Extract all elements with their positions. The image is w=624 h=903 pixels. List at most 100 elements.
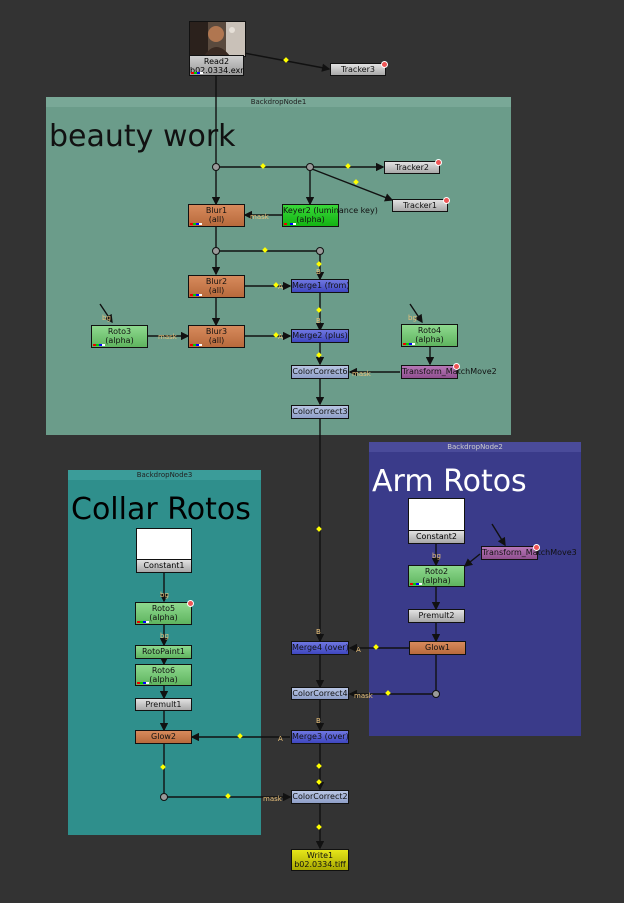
node-name: Blur3	[205, 327, 228, 336]
tracker3-node[interactable]: Tracker3	[330, 61, 388, 76]
edge-label-bg: bg	[408, 314, 417, 322]
constant2-node[interactable]: Constant2	[408, 530, 465, 544]
edge-label-a: A	[356, 646, 361, 654]
dot-node	[212, 247, 220, 255]
backdrop-beauty-work[interactable]: BackdropNode1 beauty work	[46, 97, 511, 435]
node-subtitle: (alpha)	[422, 576, 451, 585]
edge-label-mask: mask	[250, 213, 270, 221]
edge-label-a: A	[278, 333, 283, 341]
dot-node	[316, 247, 324, 255]
node-name: ColorCorrect2	[292, 792, 348, 801]
node-name: Blur2	[205, 277, 228, 286]
node-name: Tracker3	[341, 65, 375, 74]
roto3-node[interactable]: Roto3 (alpha)	[91, 325, 148, 348]
merge4-node[interactable]: Merge4 (over)	[291, 641, 349, 655]
tracker-pin-icon	[443, 197, 450, 204]
node-name: Constant1	[143, 561, 185, 570]
edge-label-b: B	[316, 268, 321, 276]
roto5-node[interactable]: Roto5 (alpha)	[135, 600, 194, 625]
node-subtitle: (alpha)	[105, 336, 134, 345]
tracker1-node[interactable]: Tracker1	[392, 197, 450, 212]
node-name: Constant2	[415, 532, 458, 541]
transform-pin-icon	[533, 544, 540, 551]
edge-label-mask: mask	[158, 333, 178, 341]
node-name: Glow2	[151, 732, 176, 741]
premult2-node[interactable]: Premult2	[408, 609, 465, 623]
node-subtitle: (all)	[208, 336, 225, 345]
blur1-node[interactable]: Blur1 (all)	[188, 204, 245, 227]
thumbnail-image	[190, 22, 245, 56]
roto4-node[interactable]: Roto4 (alpha)	[401, 324, 458, 347]
backdrop-arm-rotos[interactable]: BackdropNode2 Arm Rotos	[369, 442, 581, 736]
node-subtitle: b02.0334.tiff	[294, 860, 346, 869]
backdrop-name: BackdropNode3	[136, 471, 193, 479]
merge1-node[interactable]: Merge1 (from)	[291, 279, 349, 293]
blur2-node[interactable]: Blur2 (all)	[188, 275, 245, 298]
edge-label-mask: mask	[352, 370, 372, 378]
blur3-node[interactable]: Blur3 (all)	[188, 325, 245, 348]
node-name: Roto4	[417, 326, 442, 335]
edge-label-bg: bg	[432, 552, 441, 560]
read2-node[interactable]: Read2 b02.0334.exr	[189, 55, 244, 76]
roto2-node[interactable]: Roto2 (alpha)	[408, 565, 465, 587]
transform-matchmove3-node[interactable]: Transform_MatchMove3	[481, 544, 577, 560]
node-name: ColorCorrect4	[292, 689, 348, 698]
node-name: Merge2 (plus)	[292, 331, 348, 340]
edge-label-mask: mask	[354, 692, 374, 700]
node-name: Merge3 (over)	[292, 732, 349, 741]
colorcorrect4-node[interactable]: ColorCorrect4	[291, 687, 349, 700]
tracker2-node[interactable]: Tracker2	[384, 159, 442, 174]
constant1-node[interactable]: Constant1	[136, 559, 192, 573]
node-subtitle: (alpha)	[149, 613, 178, 622]
node-name: Transform_MatchMove2	[402, 367, 497, 376]
dot-node	[432, 690, 440, 698]
dot-node	[306, 163, 314, 171]
node-name: Write1	[306, 851, 334, 860]
node-name: Blur1	[205, 206, 228, 215]
backdrop-label: Arm Rotos	[372, 464, 527, 499]
edge-label-b: B	[316, 628, 321, 636]
backdrop-label: Collar Rotos	[71, 492, 251, 527]
read2-thumbnail[interactable]	[189, 21, 246, 57]
node-name: Tracker1	[403, 201, 437, 210]
node-name: Transform_MatchMove3	[482, 548, 577, 557]
backdrop-name: BackdropNode2	[447, 443, 503, 451]
transform-pin-icon	[453, 363, 460, 370]
backdrop-label: beauty work	[49, 119, 236, 154]
node-name: Roto2	[424, 567, 449, 576]
edge-label-a: A	[278, 283, 283, 291]
node-name: Roto3	[107, 327, 132, 336]
node-name: Tracker2	[395, 163, 429, 172]
node-name: Merge1 (from)	[292, 281, 350, 290]
node-name: Roto5	[151, 604, 176, 613]
tracker-pin-icon	[435, 159, 442, 166]
node-name: ColorCorrect3	[292, 407, 348, 416]
premult1-node[interactable]: Premult1	[135, 698, 192, 711]
rotopaint1-node[interactable]: RotoPaint1	[135, 645, 192, 659]
node-name: Premult1	[145, 700, 182, 709]
glow2-node[interactable]: Glow2	[135, 730, 192, 744]
node-subtitle: b02.0334.exr	[190, 66, 244, 75]
node-subtitle: (alpha)	[149, 675, 178, 684]
colorcorrect3-node[interactable]: ColorCorrect3	[291, 405, 349, 419]
constant1-thumbnail[interactable]	[136, 528, 192, 560]
colorcorrect6-node[interactable]: ColorCorrect6	[291, 365, 349, 379]
edge-label-b: B	[316, 717, 321, 725]
merge3-node[interactable]: Merge3 (over)	[291, 730, 349, 744]
edge-label-a: A	[278, 735, 283, 743]
edge-label-bg: bg	[160, 632, 169, 640]
dot-node	[212, 163, 220, 171]
glow1-node[interactable]: Glow1	[409, 641, 466, 655]
roto6-node[interactable]: Roto6 (alpha)	[135, 664, 192, 686]
dot-node	[160, 793, 168, 801]
colorcorrect2-node[interactable]: ColorCorrect2	[291, 790, 349, 804]
node-subtitle: (alpha)	[415, 335, 444, 344]
merge2-node[interactable]: Merge2 (plus)	[291, 329, 349, 343]
constant2-thumbnail[interactable]	[408, 498, 465, 531]
keyer2-node[interactable]: Keyer2 (luminance key) (alpha)	[282, 204, 378, 227]
transform-matchmove2-node[interactable]: Transform_MatchMove2	[401, 363, 497, 379]
node-name: Read2	[203, 57, 230, 66]
write1-node[interactable]: Write1 b02.0334.tiff	[291, 849, 349, 871]
node-name: Premult2	[418, 611, 455, 620]
